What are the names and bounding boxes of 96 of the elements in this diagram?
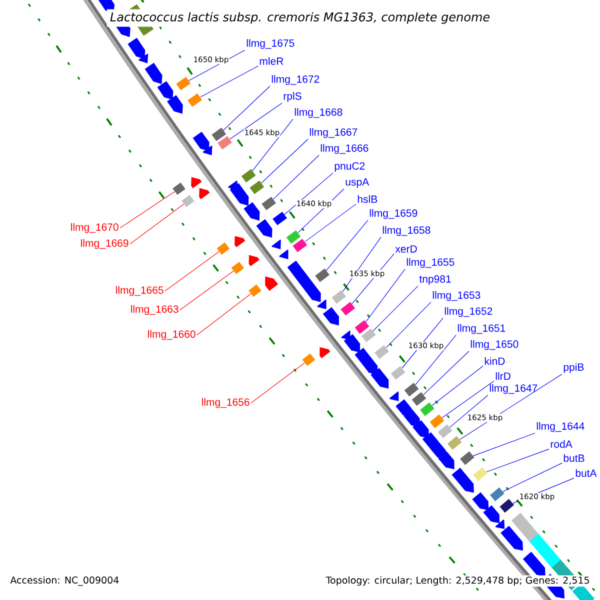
leader-line xyxy=(180,270,234,310)
gene-block xyxy=(286,230,301,244)
gene-label: llmg_1672 xyxy=(272,75,320,85)
gene-label: llmg_1666 xyxy=(320,144,368,154)
gene-label: llmg_1665 xyxy=(116,286,164,296)
gene-label: mleR xyxy=(260,57,284,65)
gene-block xyxy=(354,320,370,334)
gene-label: hslB xyxy=(358,195,378,203)
leader-line xyxy=(423,350,470,395)
gene-block xyxy=(250,180,264,194)
gene-label: llmg_1658 xyxy=(382,226,430,236)
gene-block xyxy=(216,242,230,255)
leader-line xyxy=(164,251,220,292)
gene-block xyxy=(447,436,462,450)
gene-label: llmg_1660 xyxy=(148,330,196,340)
gene-block xyxy=(490,487,504,502)
gene-label: llmg_1656 xyxy=(202,398,250,408)
leader-line xyxy=(326,220,368,271)
gene-block xyxy=(315,268,330,282)
leader-line xyxy=(372,286,418,332)
gene-block xyxy=(218,136,232,150)
leader-line xyxy=(442,380,494,418)
gene-label: xerD xyxy=(395,245,417,253)
gene-label: llmg_1663 xyxy=(131,305,178,315)
gene-label: llmg_1667 xyxy=(310,128,358,138)
gene-label: tnp981 xyxy=(419,275,451,285)
leader-line xyxy=(473,432,536,456)
gene-block xyxy=(262,196,276,210)
leader-line xyxy=(486,448,550,472)
leader-line xyxy=(200,66,258,98)
gene-label: llmg_1659 xyxy=(370,209,418,219)
gene-label: llmg_1670 xyxy=(71,223,118,233)
gene-block xyxy=(212,128,226,142)
gene-block xyxy=(500,498,514,513)
leader-line xyxy=(284,172,334,215)
gene-block xyxy=(473,467,488,482)
gene-block xyxy=(374,345,389,359)
gene-label: rplS xyxy=(284,92,302,102)
gene-block xyxy=(302,353,316,366)
gene-label: llmg_1644 xyxy=(536,422,584,432)
gene-block xyxy=(292,238,308,252)
gene-block xyxy=(176,76,191,90)
gene-label: llrD xyxy=(496,372,510,380)
leader-line xyxy=(130,204,184,244)
gene-label: uspA xyxy=(346,178,370,188)
leader-line xyxy=(502,462,562,492)
leader-line xyxy=(366,268,406,322)
gene-label: llmg_1652 xyxy=(444,307,492,317)
gene-label: llmg_1669 xyxy=(81,239,128,249)
gene-label: llmg_1647 xyxy=(490,384,538,394)
leader-line xyxy=(460,374,562,440)
gene-label: rodA xyxy=(550,440,572,448)
gene-block xyxy=(231,262,244,274)
gene-block xyxy=(361,328,376,342)
leader-line xyxy=(196,293,252,336)
gene-label: llmg_1675 xyxy=(246,39,294,49)
gene-label: llmg_1651 xyxy=(458,324,506,334)
gene-block xyxy=(248,284,262,297)
leader-line xyxy=(230,102,282,140)
gene-block xyxy=(438,424,452,438)
gene-block xyxy=(241,169,256,183)
gene-label: pnuC2 xyxy=(334,162,365,172)
leader-line xyxy=(250,362,305,404)
leader-line xyxy=(261,138,308,184)
gene-block xyxy=(188,93,202,107)
leader-line xyxy=(432,366,484,406)
gene-label: ppiB xyxy=(564,363,584,373)
gene-label: llmg_1655 xyxy=(406,258,454,268)
leader-line xyxy=(252,118,294,172)
gene-label: llmg_1653 xyxy=(432,291,480,301)
gene-label: butB xyxy=(564,454,584,462)
footer-text: Topology: circular; Length: 2,529,478 bp; Genes: 2,515 xyxy=(324,575,591,587)
leader-line xyxy=(223,86,270,130)
leader-line xyxy=(273,154,320,200)
gene-block xyxy=(430,414,444,428)
gene-block xyxy=(404,382,419,396)
gene-block xyxy=(182,194,194,208)
footer-text: Accession: NC_009004 xyxy=(9,575,120,587)
gene-label: llmg_1650 xyxy=(470,340,518,350)
gene-label: llmg_1668 xyxy=(294,108,342,118)
title: Lactococcus lactis subsp. cremoris MG1363, complete genome xyxy=(106,9,494,27)
gene-block xyxy=(460,451,474,465)
gene-block xyxy=(390,366,406,380)
gene-label: kinD xyxy=(484,357,505,365)
gene-block xyxy=(172,182,186,195)
gene-block xyxy=(272,212,287,226)
leader-line xyxy=(120,191,175,228)
gene-block xyxy=(340,302,356,316)
leader-line xyxy=(386,302,432,348)
leader-line xyxy=(450,394,488,428)
gene-block xyxy=(332,290,346,304)
gene-block xyxy=(420,402,434,416)
leader-line xyxy=(415,334,456,385)
leader-line xyxy=(304,204,356,242)
gene-label: butA xyxy=(576,469,597,477)
gene-block xyxy=(412,392,426,406)
